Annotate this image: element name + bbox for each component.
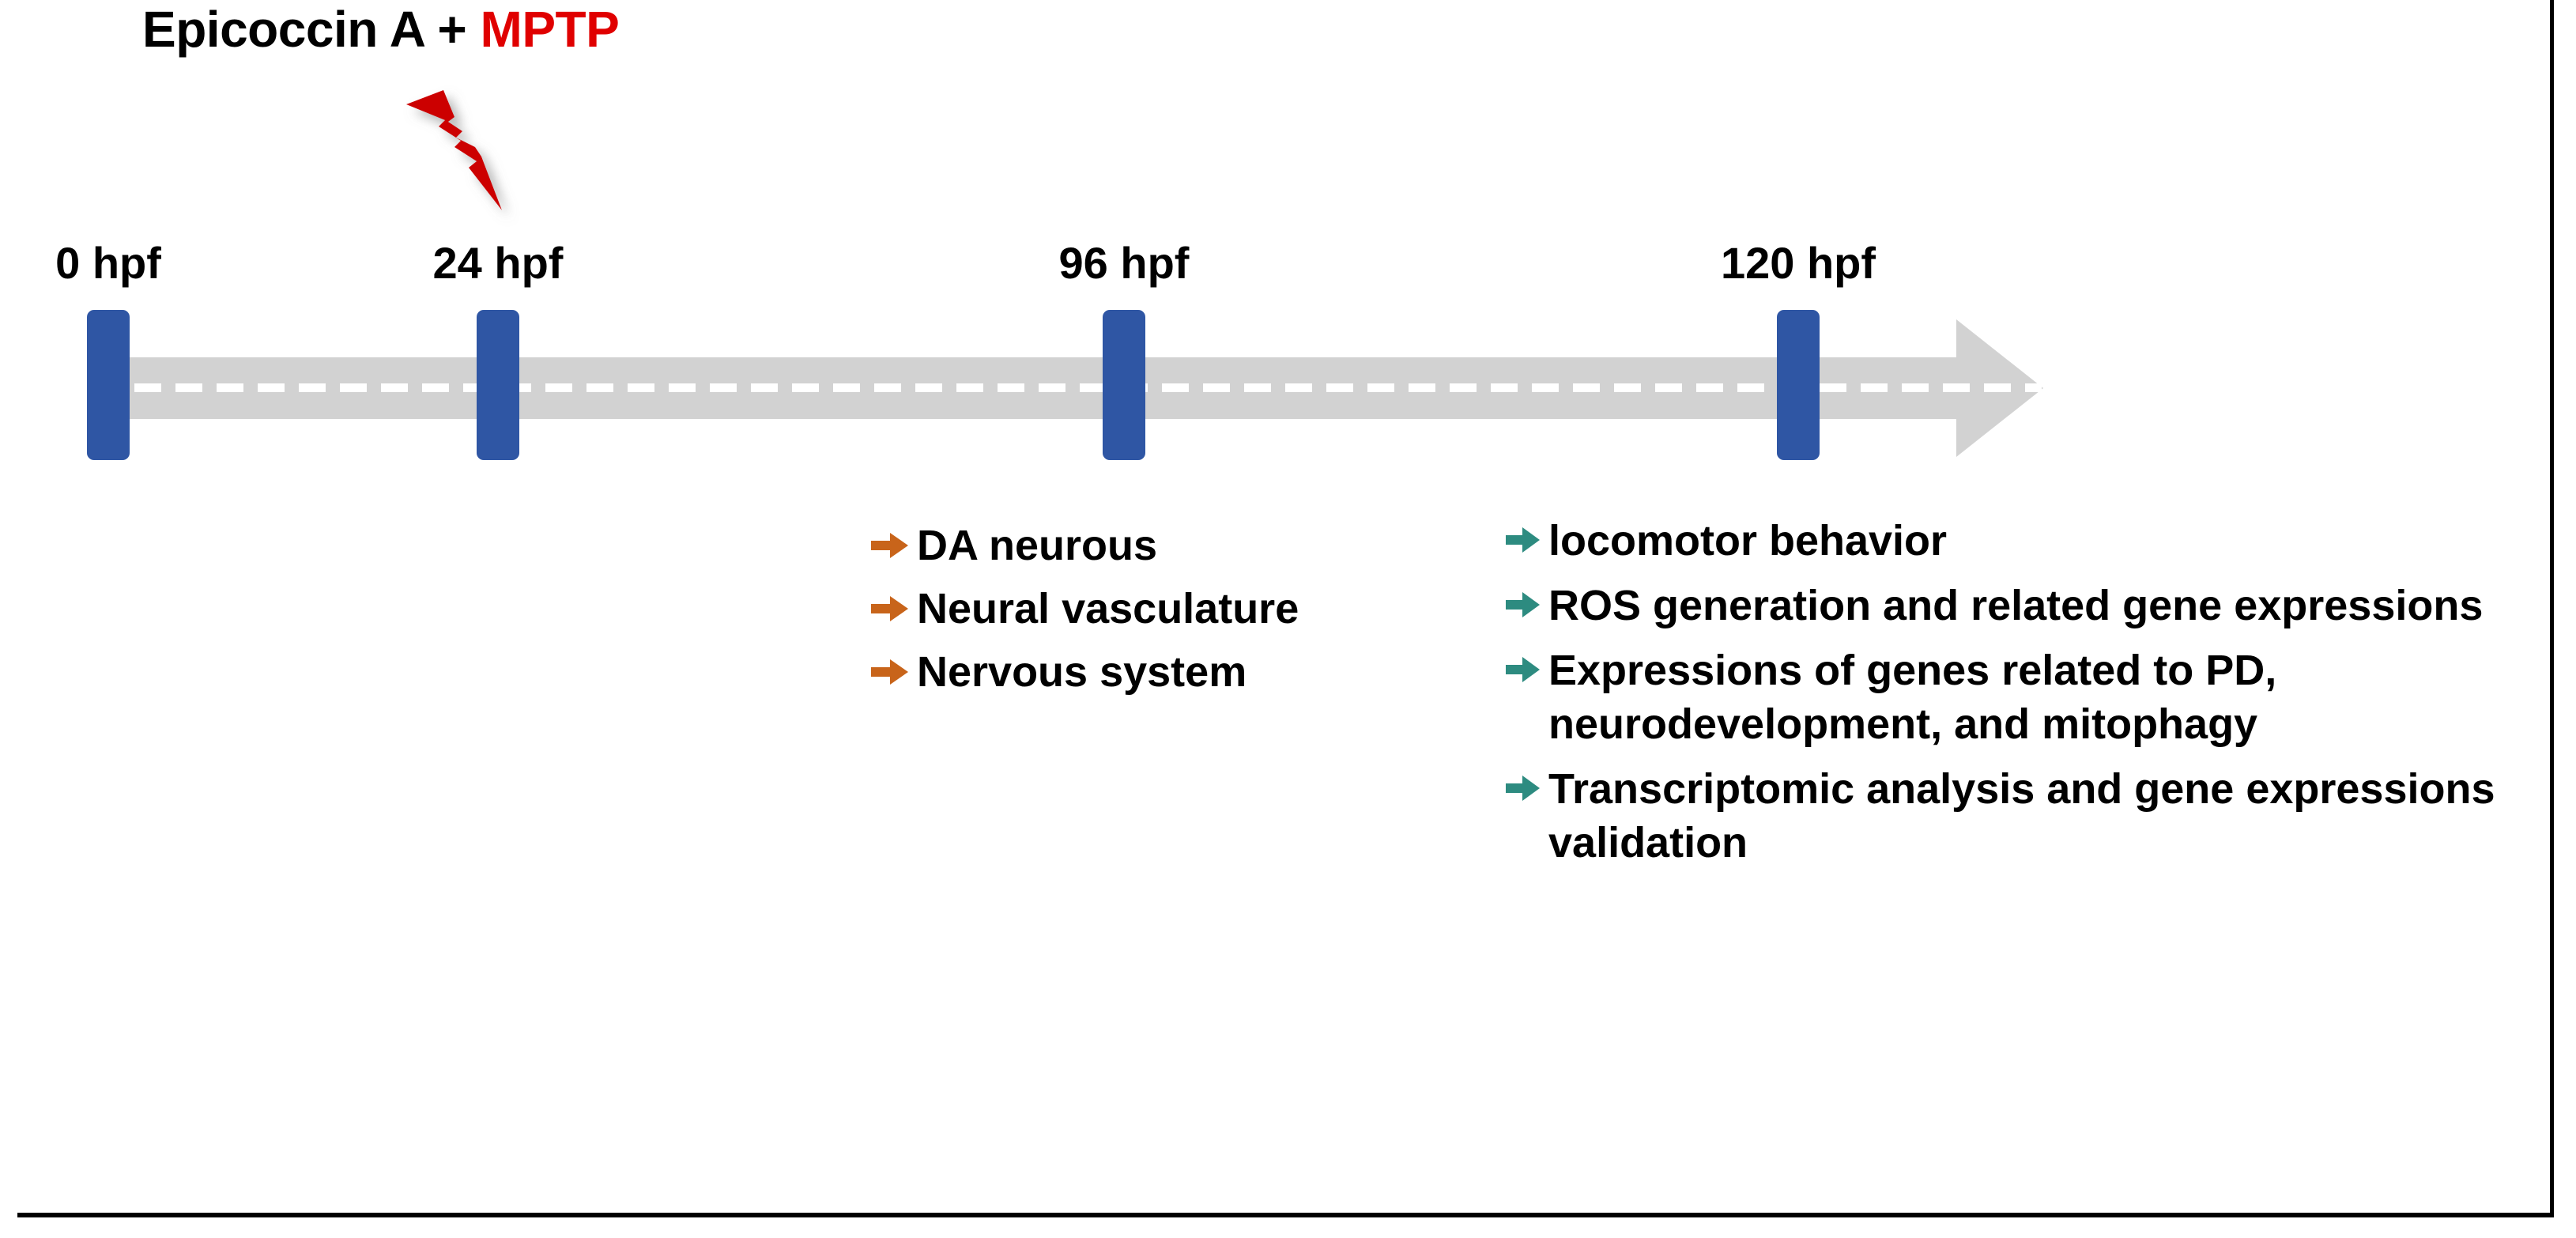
arrow-right-icon xyxy=(871,530,909,565)
timeline-center-dashed-line xyxy=(93,383,2042,392)
timeline-label-0hpf: 0 hpf xyxy=(55,238,161,288)
figure-title: Epicoccin A + MPTP xyxy=(142,0,620,59)
arrow-right-icon xyxy=(871,593,909,628)
timeline-label-96hpf: 96 hpf xyxy=(1058,238,1190,288)
list-item: DA neurous xyxy=(871,519,1472,572)
figure-border-right xyxy=(2550,0,2554,1217)
timeline-tick-0hpf xyxy=(87,310,130,460)
timeline-tick-96hpf xyxy=(1103,310,1145,460)
timeline-label-24hpf: 24 hpf xyxy=(432,238,564,288)
assessment-list-96hpf: DA neurous Neural vasculature Nervous sy… xyxy=(871,519,1472,708)
assessment-list-120hpf: locomotor behavior ROS generation and re… xyxy=(1506,514,2533,881)
assessment-label: Neural vasculature xyxy=(917,585,1299,633)
list-item: Nervous system xyxy=(871,645,1472,699)
title-treatment-label: Epicoccin A + xyxy=(142,1,481,58)
assessment-label: locomotor behavior xyxy=(1548,517,1948,564)
list-item: locomotor behavior xyxy=(1506,514,2533,568)
arrow-right-icon xyxy=(1506,590,1541,624)
assessment-label: ROS generation and related gene expressi… xyxy=(1548,582,2484,630)
lightning-bolt-icon xyxy=(387,85,537,236)
timeline-tick-120hpf xyxy=(1777,310,1820,460)
list-item: Expressions of genes related to PD, neur… xyxy=(1506,644,2533,751)
assessment-label: Nervous system xyxy=(917,648,1247,696)
list-item: Transcriptomic analysis and gene express… xyxy=(1506,762,2533,870)
assessment-label: Transcriptomic analysis and gene express… xyxy=(1548,765,2495,867)
arrow-right-icon xyxy=(1506,655,1541,689)
arrow-right-icon xyxy=(871,656,909,692)
assessment-label: DA neurous xyxy=(917,522,1158,569)
timeline-tick-24hpf xyxy=(477,310,519,460)
arrow-right-icon xyxy=(1506,773,1541,807)
list-item: Neural vasculature xyxy=(871,582,1472,636)
title-mptp-label: MPTP xyxy=(480,1,620,58)
arrow-right-icon xyxy=(1506,525,1541,559)
list-item: ROS generation and related gene expressi… xyxy=(1506,579,2533,632)
assessment-label: Expressions of genes related to PD, neur… xyxy=(1548,647,2277,749)
timeline-label-120hpf: 120 hpf xyxy=(1720,238,1876,288)
figure-border-bottom xyxy=(17,1213,2554,1217)
